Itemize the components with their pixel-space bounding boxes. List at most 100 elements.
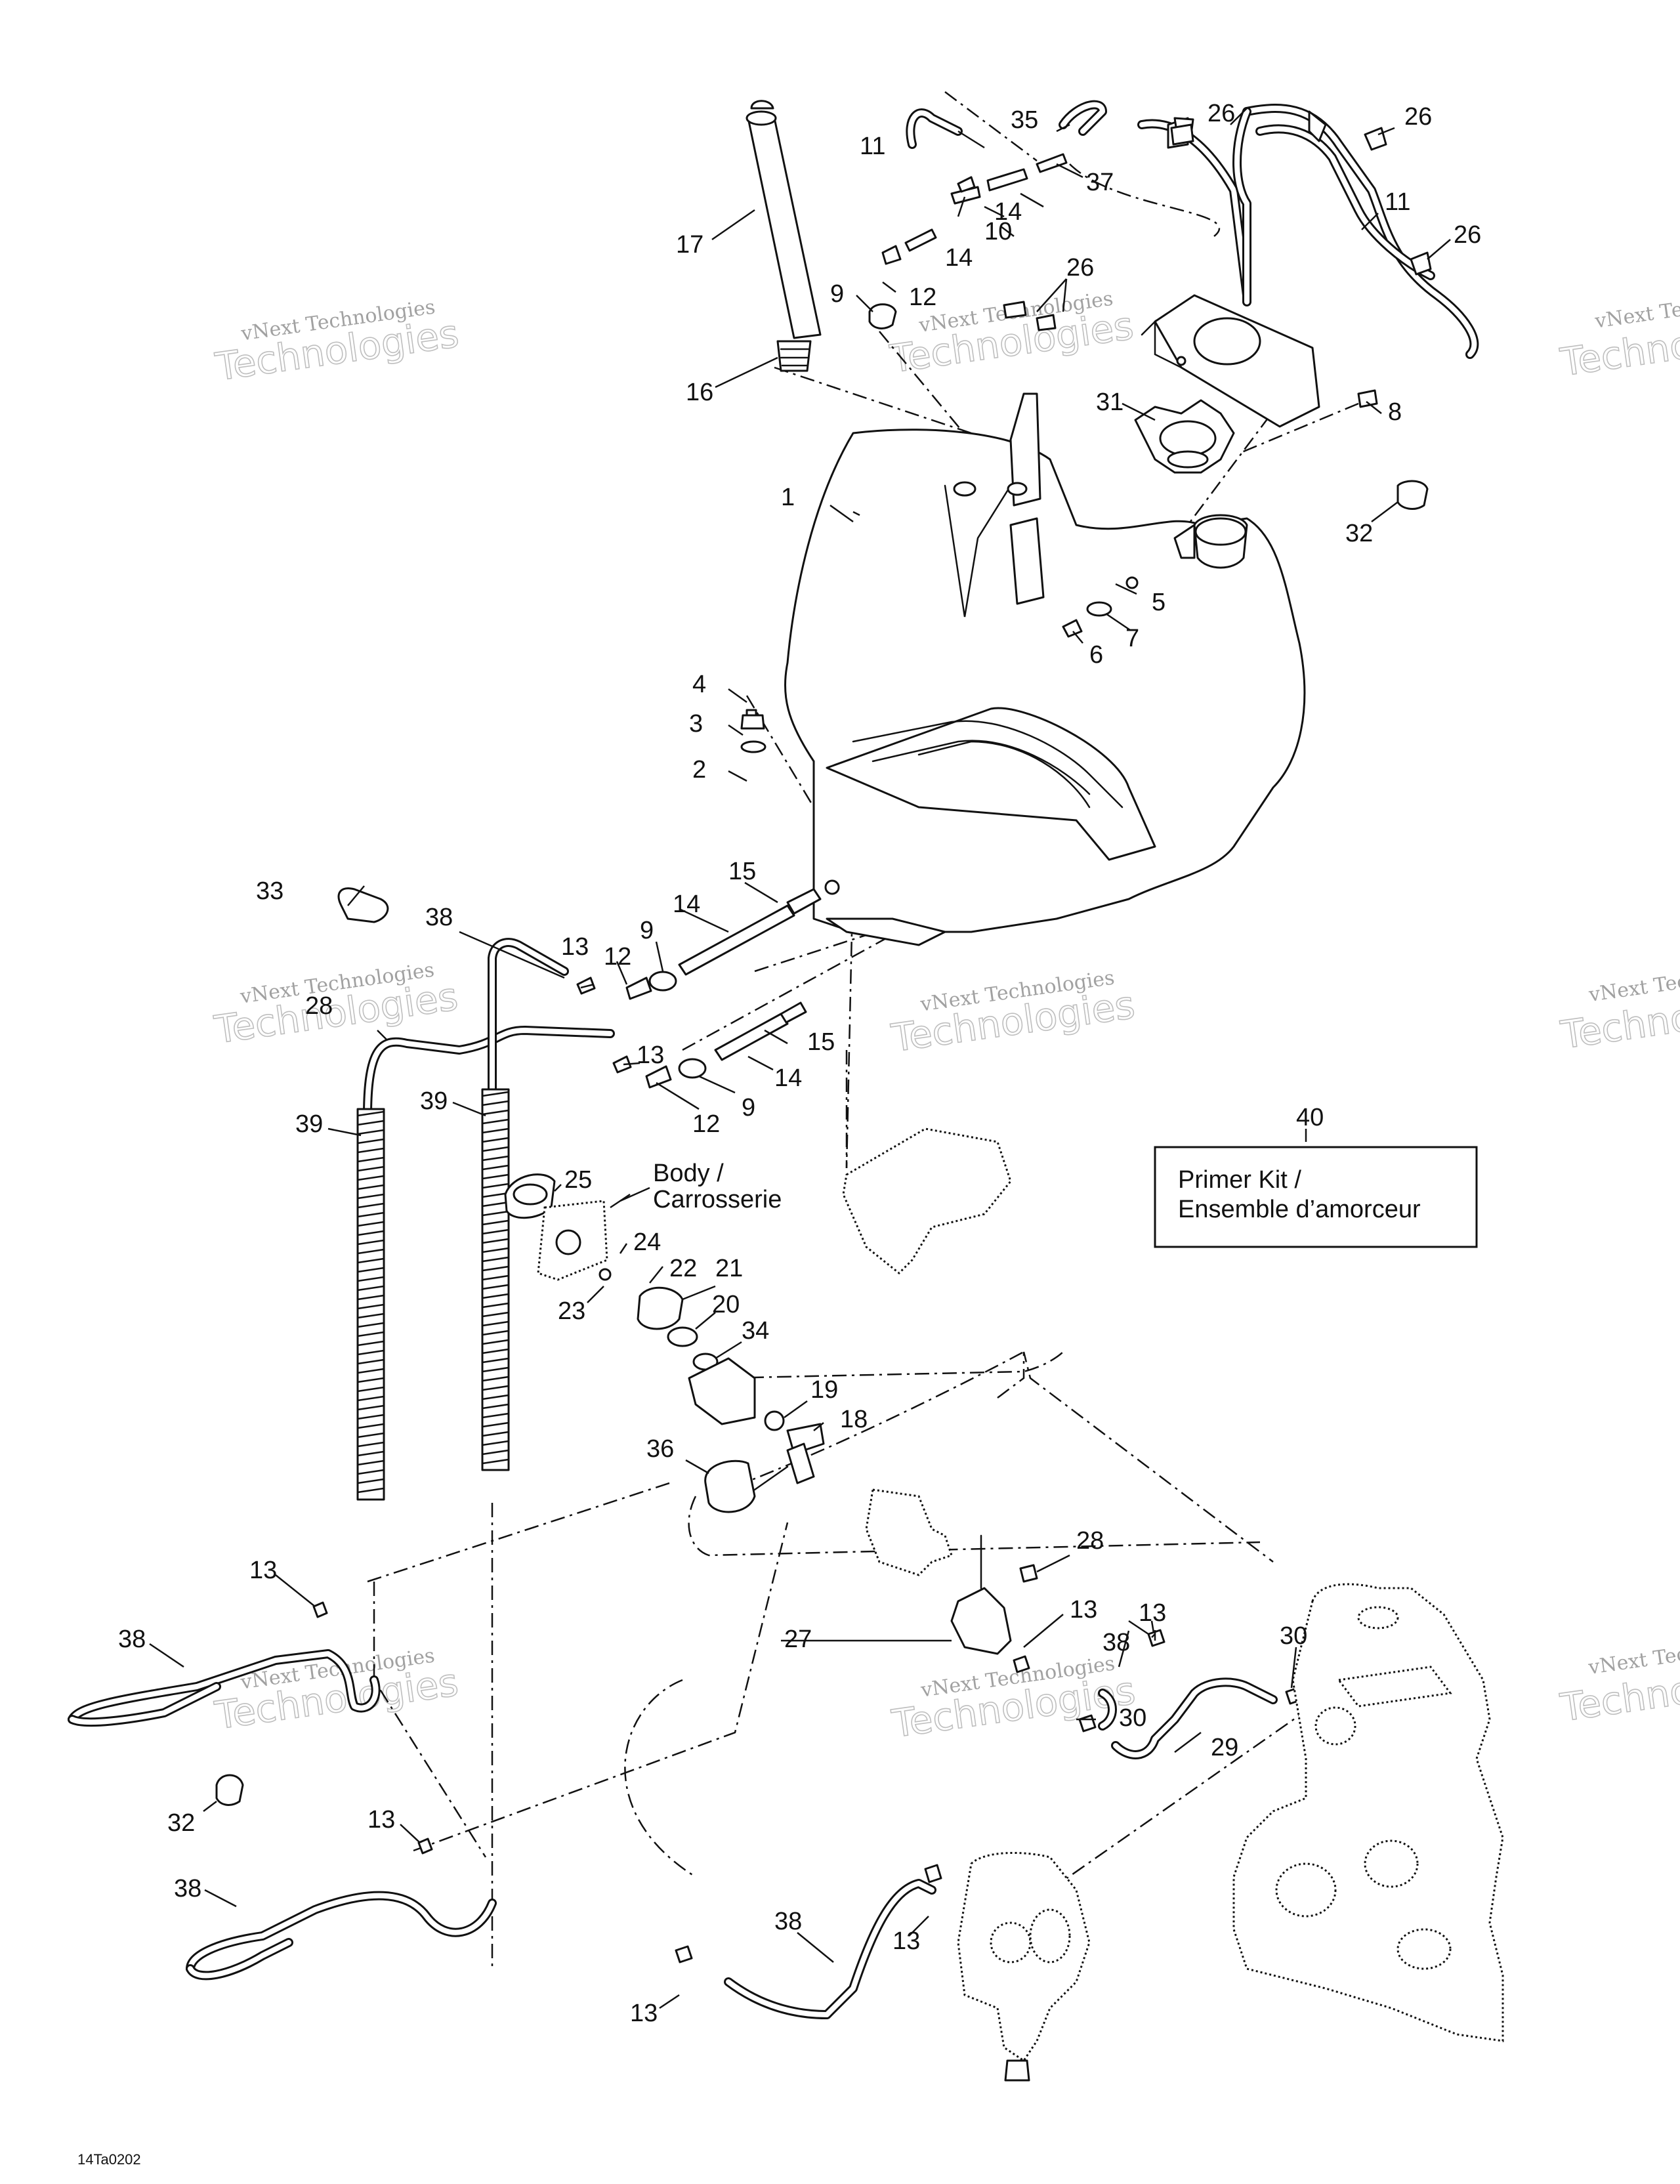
sleeve-rib (356, 1404, 385, 1411)
sleeve-rib (356, 1395, 385, 1402)
callout-11-left: 11 (860, 133, 885, 160)
sleeve-rib (481, 1183, 510, 1189)
callout-12-top: 12 (909, 284, 936, 311)
callout-14-a: 14 (994, 198, 1022, 226)
callout-13-a: 13 (561, 933, 589, 961)
callout-26-d: 26 (1066, 254, 1094, 282)
sleeve-rib (481, 1164, 510, 1171)
callout-8: 8 (1388, 398, 1402, 426)
small-hardware (215, 389, 1429, 1806)
sleeve-rib (356, 1322, 385, 1328)
callout-13-e: 13 (630, 2000, 658, 2027)
callout-32-b: 32 (167, 1809, 195, 1837)
callout-5: 5 (1152, 589, 1166, 616)
callout-13-g: 13 (1070, 1596, 1097, 1624)
callout-18: 18 (840, 1406, 868, 1433)
callout-30-a: 30 (1280, 1622, 1307, 1650)
sleeve-rib (356, 1276, 385, 1282)
sleeve-rib (481, 1137, 510, 1143)
sleeve-rib (481, 1431, 510, 1437)
sleeve-rib (356, 1312, 385, 1319)
sleeve-rib (356, 1230, 385, 1236)
callout-15-a: 15 (728, 858, 756, 885)
sleeve-rib (481, 1284, 510, 1290)
sleeve-rib (481, 1210, 510, 1217)
callout-13-c: 13 (249, 1557, 277, 1584)
primer-kit-box: Primer Kit / Ensemble d’amorceur (1154, 1146, 1478, 1248)
sleeve-rib (356, 1423, 385, 1429)
sleeve-rib (481, 1311, 510, 1318)
sleeve-rib (481, 1458, 510, 1465)
sleeve-rib (356, 1239, 385, 1246)
body-note-line1: Body / (653, 1160, 724, 1187)
sleeve-rib (356, 1478, 385, 1484)
sleeve-rib (356, 1414, 385, 1420)
callout-38-c: 38 (174, 1875, 201, 1902)
sleeve-rib (356, 1211, 385, 1218)
sleeve-rib (481, 1302, 510, 1309)
sleeve-rib (481, 1357, 510, 1364)
callout-23: 23 (558, 1297, 585, 1325)
engine-block (1232, 1583, 1504, 2042)
callout-28-hose: 28 (305, 992, 333, 1020)
callout-4: 4 (692, 671, 706, 698)
callout-39-a: 39 (295, 1110, 323, 1138)
cap-bracket (1141, 294, 1320, 428)
filler-tube (746, 100, 822, 372)
primer-bracket (865, 1488, 1038, 1655)
callout-38-d: 38 (774, 1908, 802, 1935)
vent-fittings (868, 153, 1068, 329)
callout-26-c: 26 (1454, 221, 1481, 249)
sleeve-rib (481, 1219, 510, 1226)
sleeve-rib (356, 1221, 385, 1227)
callout-26-a: 26 (1208, 100, 1235, 127)
fuel-tank (784, 392, 1306, 946)
sleeve-rib (481, 1155, 510, 1162)
sleeve-rib (356, 1368, 385, 1374)
sleeve-rib (356, 1184, 385, 1190)
sleeve-rib (481, 1100, 510, 1106)
sleeve-rib (356, 1166, 385, 1172)
lower-hoses (68, 1649, 1278, 2019)
clamps (312, 1601, 1303, 1964)
body-panel (842, 1127, 1012, 1275)
sleeve-rib (481, 1376, 510, 1382)
body-note: Body / Carrosserie (620, 1160, 782, 1213)
callout-14-b: 14 (945, 244, 973, 272)
sleeve-rib (356, 1432, 385, 1438)
sleeve-rib (481, 1201, 510, 1208)
sleeve-rib (481, 1265, 510, 1272)
callout-12-mid: 12 (604, 943, 631, 971)
callout-37: 37 (1086, 169, 1114, 196)
sleeve-rib (481, 1091, 510, 1097)
callout-1: 1 (781, 484, 795, 511)
callout-7: 7 (1125, 625, 1139, 652)
sleeve-rib (356, 1267, 385, 1273)
sleeve-rib (356, 1487, 385, 1494)
callout-6: 6 (1089, 641, 1103, 669)
primer-hoses (356, 938, 615, 1501)
callout-39-b: 39 (420, 1087, 448, 1115)
sleeve-rib (481, 1192, 510, 1198)
drawing-code: 14Ta0202 (77, 2151, 141, 2168)
sleeve-rib (481, 1449, 510, 1456)
callout-38-a: 38 (425, 904, 453, 931)
primer-lines (576, 888, 822, 1089)
callout-2: 2 (692, 756, 706, 784)
callout-13-d: 13 (368, 1806, 395, 1834)
callout-22: 22 (669, 1255, 697, 1282)
sleeve-rib (481, 1421, 510, 1428)
sleeve-rib (356, 1156, 385, 1163)
callout-19: 19 (810, 1376, 838, 1404)
leader-lines (149, 108, 1451, 2009)
callout-40: 40 (1296, 1104, 1324, 1131)
callout-13-b: 13 (637, 1041, 664, 1069)
callout-36: 36 (646, 1435, 674, 1463)
sleeve-rib (481, 1173, 510, 1180)
sleeve-rib (356, 1175, 385, 1181)
callout-31: 31 (1096, 388, 1124, 416)
callout-9-low: 9 (742, 1094, 755, 1122)
sleeve-rib (481, 1403, 510, 1410)
kit-box-line2: Ensemble d’amorceur (1178, 1196, 1421, 1223)
